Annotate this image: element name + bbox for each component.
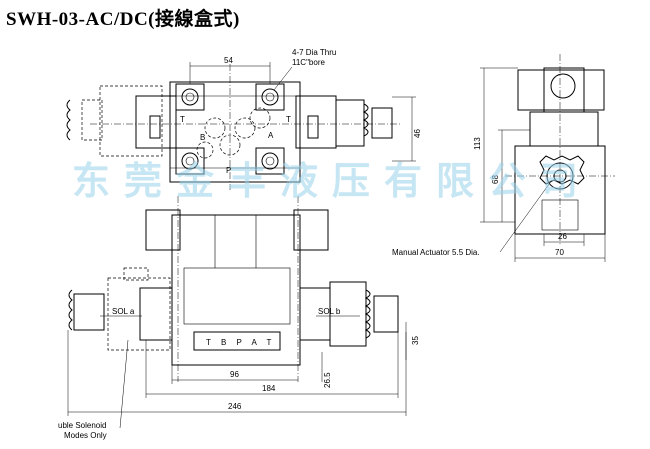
port-plate — [193, 331, 281, 351]
top-bolt-hole — [175, 147, 205, 175]
dim-184: 184 — [262, 384, 276, 393]
solenoid-leader — [119, 339, 129, 429]
page-title: SWH-03-AC/DC(接線盒式) — [6, 9, 240, 30]
top-left-housing — [135, 95, 177, 149]
port-label: T — [286, 115, 291, 124]
front-view: T B P A T SOL a SOL b 96 184 246 26.5 35… — [58, 196, 420, 440]
top-left-plug-outline — [81, 99, 103, 141]
port-plate-label: T B P A T — [206, 338, 275, 347]
front-right-knurl — [364, 289, 371, 339]
front-left-cap — [73, 293, 105, 331]
dim-26-5: 26.5 — [323, 372, 332, 388]
front-right-cap — [373, 295, 399, 333]
top-right-housing — [295, 95, 337, 149]
front-left-knurl — [68, 289, 73, 331]
dim-96: 96 — [230, 370, 239, 379]
side-housing — [529, 111, 599, 147]
port-label: A — [268, 131, 274, 140]
dim-46: 46 — [413, 129, 422, 138]
sol-b-label: SOL b — [318, 307, 341, 316]
side-gear — [539, 155, 585, 185]
top-left-coil-outline — [99, 85, 163, 157]
port-circle — [204, 117, 226, 139]
sol-a-label: SOL a — [112, 307, 135, 316]
dim-70: 70 — [555, 248, 564, 257]
port-label: T — [180, 115, 185, 124]
port-circle — [234, 117, 256, 139]
front-left-coil-outline — [107, 277, 171, 351]
port-label: B — [200, 133, 205, 142]
top-junction-box — [335, 99, 365, 147]
side-top-port — [550, 73, 576, 99]
port-label: P — [226, 166, 231, 175]
top-left-knurl — [66, 99, 71, 141]
dim-68: 68 — [491, 175, 500, 184]
port-circle — [196, 141, 214, 159]
top-right-cap — [371, 107, 393, 139]
dim-54: 54 — [224, 56, 233, 65]
top-right-terminal — [307, 115, 319, 139]
actuator-note: Manual Actuator 5.5 Dia. — [392, 248, 480, 257]
bore-note-line1: 4-7 Dia Thru — [292, 48, 336, 57]
top-right-knurl — [362, 103, 369, 137]
top-left-terminal — [149, 115, 161, 139]
solenoid-note-line1: uble Solenoid — [58, 421, 106, 430]
top-bolt-hole — [175, 83, 205, 111]
bore-leader — [273, 66, 293, 91]
top-bolt-hole — [255, 147, 285, 175]
dim-35: 35 — [411, 336, 420, 345]
side-view: 113 68 26 70 Manual Actuator 5.5 Dia. — [392, 54, 615, 262]
port-circle — [249, 107, 271, 129]
front-left-top-outline — [123, 267, 149, 281]
bore-note-line2: 11C"bore — [292, 58, 325, 67]
dim-246: 246 — [228, 402, 242, 411]
side-top-box — [543, 67, 585, 113]
watermark: 东莞金丰液压有限公司 — [72, 159, 593, 203]
top-view: T A B P T 54 46 4-7 Dia Thru 11C"bore — [66, 48, 422, 190]
dim-113: 113 — [473, 137, 482, 150]
front-right-top-block — [293, 209, 329, 251]
side-top-coil — [517, 69, 605, 111]
solenoid-note-line2: Modes Only — [64, 431, 107, 440]
top-bolt-hole — [255, 83, 285, 111]
top-center-block — [169, 81, 301, 183]
front-body-recess — [183, 267, 291, 325]
front-left-top-block — [145, 209, 181, 251]
dim-26: 26 — [558, 232, 567, 241]
front-left-housing — [139, 287, 173, 341]
actuator-leader — [499, 179, 553, 253]
